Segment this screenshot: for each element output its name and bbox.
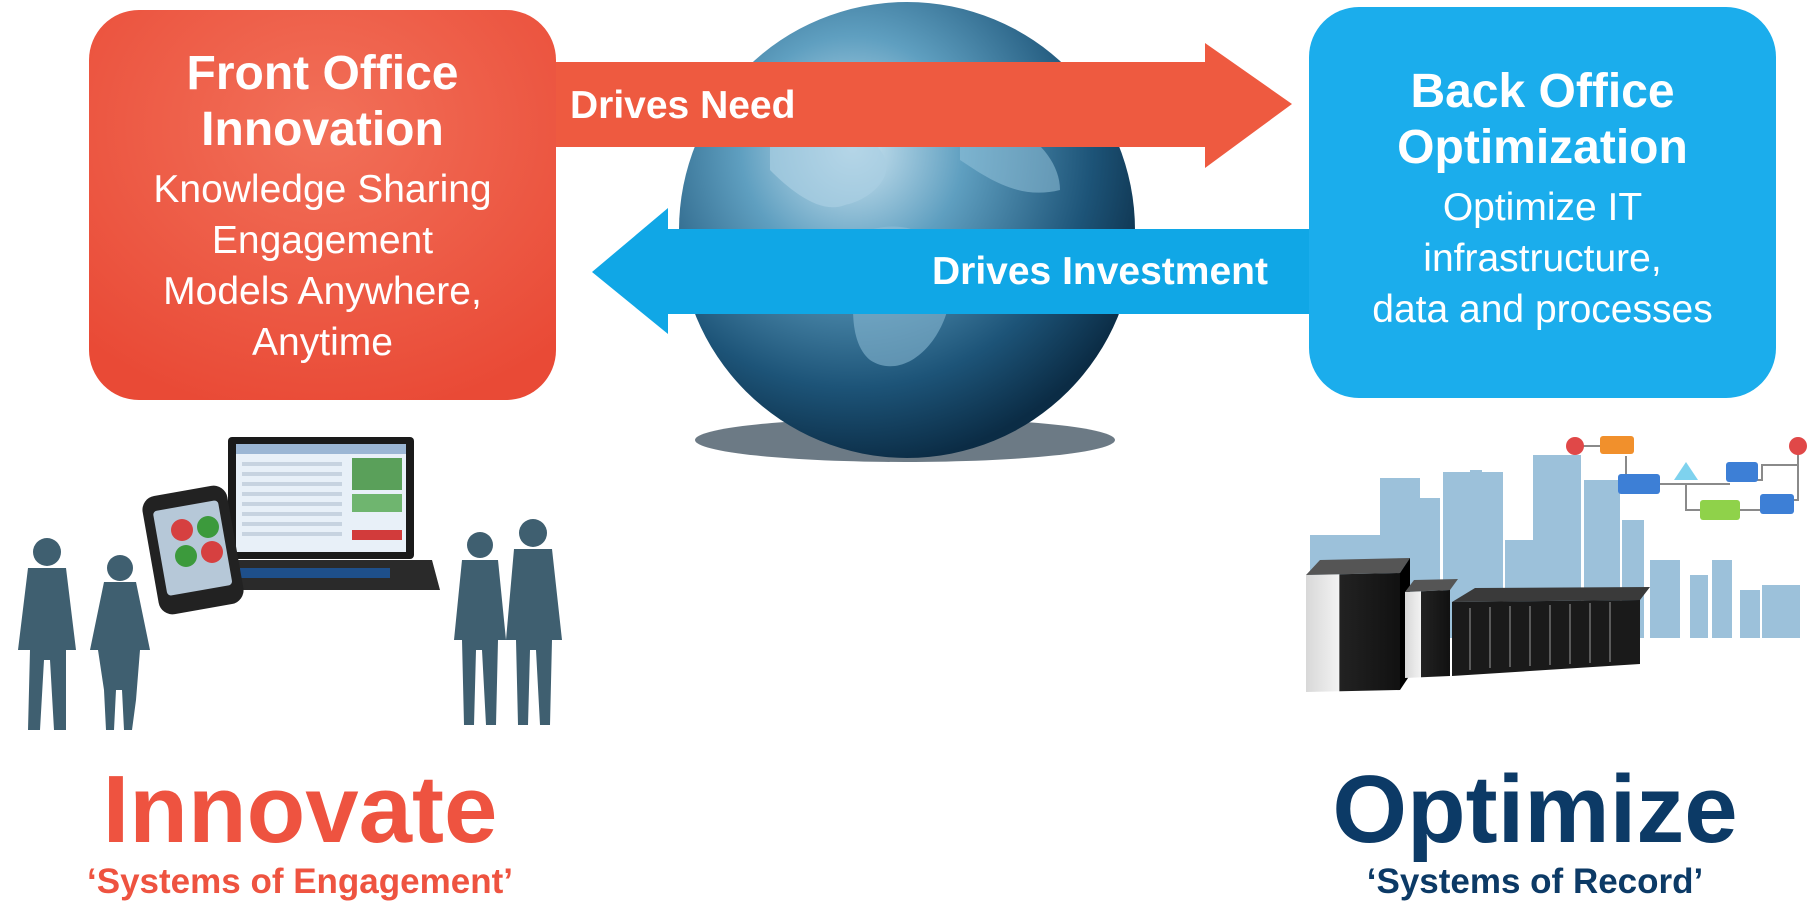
smartphone-icon	[142, 485, 244, 615]
drives-investment-label: Drives Investment	[932, 250, 1268, 293]
optimize-heading: Optimize	[1332, 756, 1738, 863]
back-office-box-shape	[1309, 7, 1776, 398]
drives-investment-arrow	[592, 208, 1320, 334]
back-office-body-line: data and processes	[1372, 288, 1713, 331]
front-office-title-line: Innovation	[201, 103, 444, 156]
server-icon	[1306, 558, 1650, 692]
front-office-box: Front Office Innovation Knowledge Sharin…	[89, 10, 556, 400]
innovate-subtitle: ‘Systems of Engagement’	[87, 862, 513, 901]
innovate-heading: Innovate	[102, 756, 498, 863]
back-office-title-line: Back Office	[1410, 65, 1675, 118]
front-office-body-line: Anytime	[252, 321, 393, 364]
front-office-body-line: Engagement	[211, 219, 434, 262]
front-office-title: Front Office Innovation	[89, 46, 556, 158]
process-flow-icon	[1566, 436, 1807, 520]
drives-need-label: Drives Need	[570, 84, 796, 127]
people-silhouettes-icon	[18, 519, 562, 730]
front-office-body: Knowledge Sharing Engagement Models Anyw…	[89, 164, 556, 368]
drives-need-arrow	[548, 43, 1292, 168]
back-office-title-line: Optimization	[1397, 121, 1688, 174]
laptop-icon	[200, 437, 440, 590]
front-office-box-shape	[89, 10, 556, 400]
optimize-subtitle: ‘Systems of Record’	[1366, 862, 1704, 901]
back-office-box: Back Office Optimization Optimize IT inf…	[1309, 7, 1776, 398]
front-office-body-line: Knowledge Sharing	[153, 168, 492, 211]
back-office-body-line: infrastructure,	[1423, 237, 1662, 280]
back-office-body: Optimize IT infrastructure, data and pro…	[1309, 182, 1776, 335]
back-office-title: Back Office Optimization	[1309, 64, 1776, 176]
front-office-body-line: Models Anywhere,	[163, 270, 482, 313]
front-office-title-line: Front Office	[186, 47, 459, 100]
back-office-body-line: Optimize IT	[1442, 186, 1643, 229]
